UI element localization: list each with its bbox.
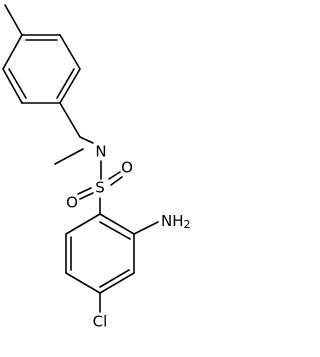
atom-nitrogen-label: N [95, 143, 106, 161]
bond [54, 148, 84, 165]
bond [77, 187, 92, 195]
structure-canvas: N S O O NH2 Cl [2, 4, 191, 331]
bond [79, 136, 94, 144]
bond [2, 68, 23, 104]
bond [133, 221, 159, 235]
bond [59, 102, 81, 138]
bond [99, 221, 131, 240]
bond [59, 34, 81, 70]
bond [65, 272, 101, 294]
bond [99, 272, 135, 294]
bond [110, 176, 123, 186]
atom-sulfur-label: S [95, 179, 105, 197]
bond [4, 4, 23, 36]
amino-subscript: 2 [184, 218, 191, 231]
atom-oxygen-right-label: O [121, 159, 133, 177]
bond [2, 34, 23, 70]
bond [99, 269, 130, 288]
bond [108, 171, 121, 180]
amino-group-label: NH2 [161, 212, 191, 232]
atom-chlorine-label: Cl [93, 313, 108, 331]
bond-group [2, 4, 159, 313]
atom-oxygen-left-label: O [66, 194, 78, 212]
bond [56, 68, 75, 99]
bond [59, 68, 81, 104]
bond [99, 213, 135, 235]
bond [65, 213, 101, 235]
amino-nh-text: NH [161, 212, 184, 230]
bond [79, 192, 94, 200]
bond [8, 68, 27, 99]
